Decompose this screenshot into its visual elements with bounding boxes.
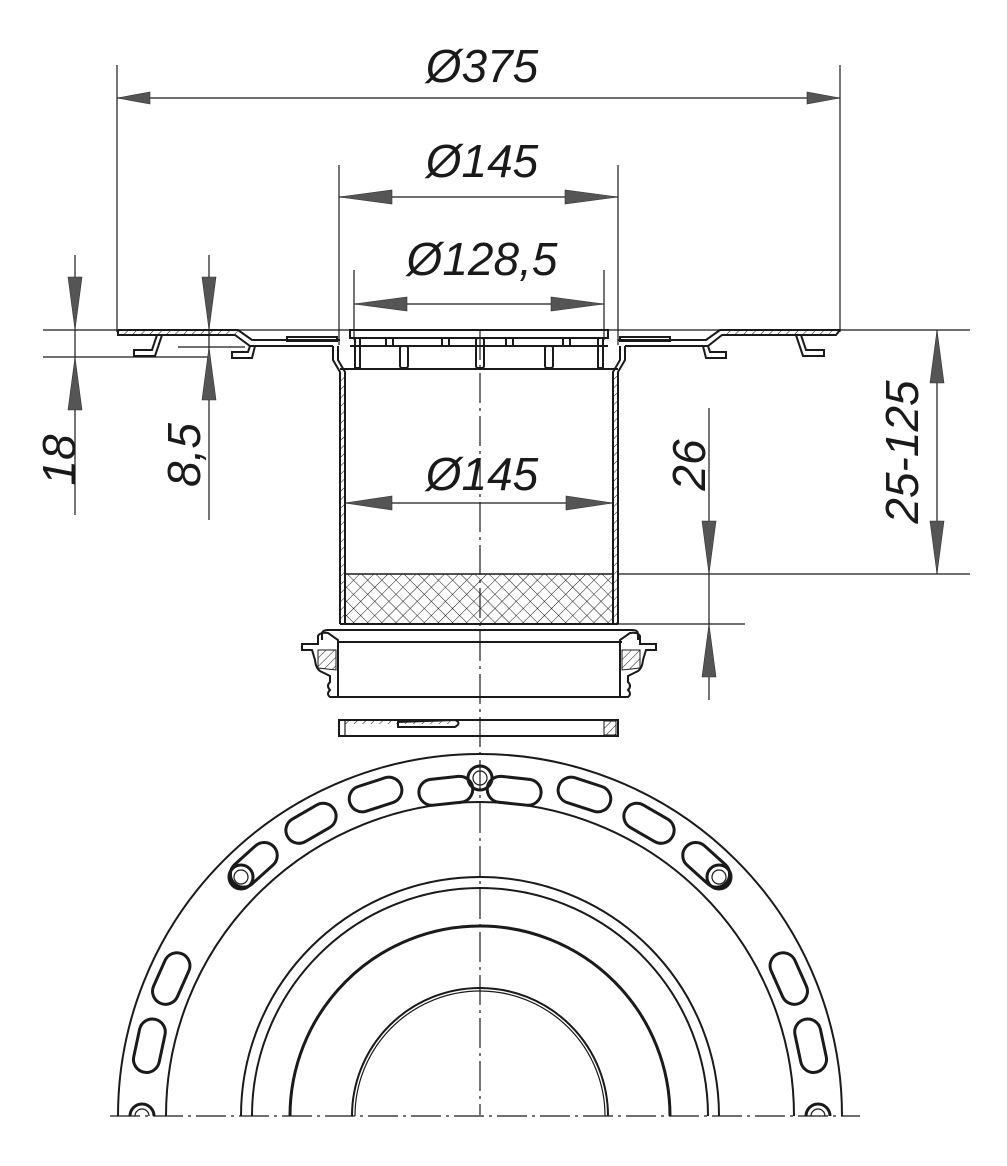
arrow-up-icon	[701, 623, 717, 678]
arrow-up-icon	[67, 356, 83, 411]
gasket-disc	[338, 718, 619, 737]
dim-label-8-5: 8,5	[158, 423, 210, 487]
sealing-ring	[301, 629, 657, 698]
arrow-left-icon	[353, 296, 408, 312]
dimension-body-inner-diameter: Ø145	[344, 448, 614, 511]
dimension-flange-step: 8,5	[158, 255, 217, 520]
dim-label-18: 18	[33, 434, 85, 486]
arrow-down-icon	[929, 520, 945, 575]
dim-label-375: Ø375	[424, 40, 539, 92]
arrow-right-icon	[564, 189, 619, 205]
arrow-right-icon	[565, 495, 614, 511]
arrow-right-icon	[550, 296, 605, 312]
dim-label-25-125: 25-125	[876, 380, 928, 525]
arrow-right-icon	[806, 91, 841, 105]
dimension-grate-diameter: Ø128,5	[353, 233, 605, 340]
plan-view	[110, 753, 860, 1117]
arrow-up-icon	[929, 329, 945, 384]
flange-plate	[117, 329, 841, 359]
flange-holes	[128, 764, 832, 1116]
arrow-down-icon	[701, 520, 717, 575]
dimension-outer-diameter: Ø375	[116, 40, 841, 332]
arrow-down-icon	[67, 276, 83, 331]
dimension-filter-height: 26	[618, 408, 970, 700]
arrow-up-icon	[201, 346, 217, 401]
dimension-adjustable-height: 25-125	[876, 329, 945, 575]
arrow-left-icon	[344, 495, 393, 511]
dim-label-145-inner: Ø145	[424, 448, 539, 500]
arrow-left-icon	[338, 189, 393, 205]
dimension-body-diameter: Ø145	[338, 135, 619, 345]
grate-frame	[340, 329, 618, 370]
filter-mesh	[344, 573, 614, 625]
arrow-left-icon	[116, 91, 151, 105]
arrow-down-icon	[201, 276, 217, 331]
dim-label-26: 26	[663, 439, 715, 492]
dimension-flange-height: 18	[33, 255, 85, 515]
dim-label-128-5: Ø128,5	[405, 233, 558, 285]
dim-label-145-top: Ø145	[424, 135, 539, 187]
